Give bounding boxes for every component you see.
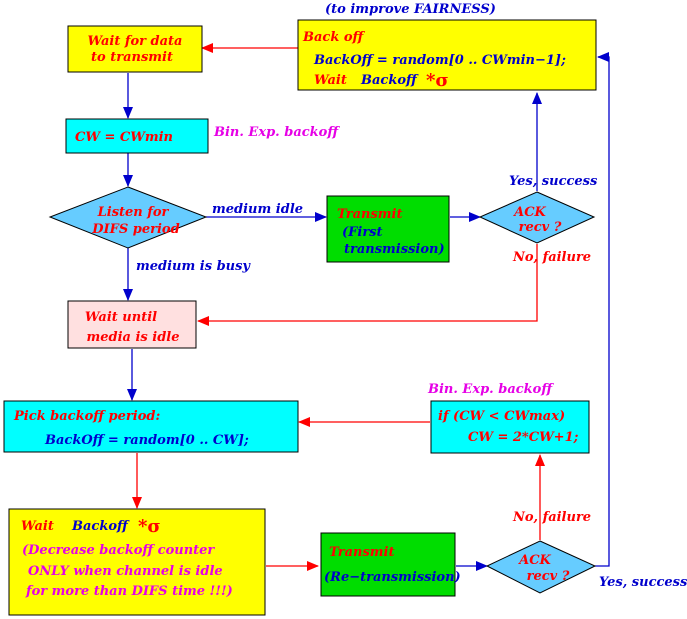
yes-success-label-1: Yes, success xyxy=(509,174,598,189)
cw-update-line1: if (CW < CWmax) xyxy=(438,409,565,424)
bin-exp-label-2: Bin. Exp. backoff xyxy=(427,382,554,397)
wait-bottom-line2: ONLY when channel is idle xyxy=(28,564,223,579)
wait-idle-box: Wait until media is idle xyxy=(67,300,197,349)
ack2-line2: recv ? xyxy=(527,569,570,584)
backoff-sigma: *σ xyxy=(426,70,449,91)
arrow-ack1-to-wait-idle xyxy=(197,244,538,326)
yes-success-label-2: Yes, success xyxy=(599,575,687,590)
wait-data-box: Wait for data to transmit xyxy=(67,25,203,73)
ack1-line2: recv ? xyxy=(519,220,562,235)
backoff-wait-label: Wait xyxy=(314,73,347,88)
medium-busy-label: medium is busy xyxy=(136,259,251,274)
wait-bottom-line3: for more than DIFS time !!!) xyxy=(25,584,233,599)
wait-data-line1: Wait for data xyxy=(88,34,183,49)
listen-line1: Listen for xyxy=(97,205,170,220)
listen-line2: DIFS period xyxy=(91,222,179,237)
no-failure-label-1: No, failure xyxy=(512,250,591,265)
backoff-title: Back off xyxy=(302,30,366,45)
bin-exp-label-1: Bin. Exp. backoff xyxy=(213,125,340,140)
arrow-ack2-to-backoff xyxy=(595,56,610,567)
transmit-retx-title: Transmit xyxy=(329,545,394,560)
transmit-retx-box: Transmit (Re−transmission) xyxy=(320,532,461,597)
transmit-first-line2: transmission) xyxy=(344,242,445,257)
top-note: (to improve FAIRNESS) xyxy=(325,2,496,17)
wait-bottom-sigma: *σ xyxy=(138,516,161,537)
medium-idle-label: medium idle xyxy=(212,202,303,217)
backoff-wait-var: Backoff xyxy=(360,73,419,88)
connectors xyxy=(123,43,610,571)
wait-bottom-var: Backoff xyxy=(71,519,130,534)
transmit-first-title: Transmit xyxy=(337,207,402,222)
ack1-line1: ACK xyxy=(512,205,546,220)
listen-diamond: Listen for DIFS period xyxy=(48,186,208,249)
wait-data-line2: to transmit xyxy=(91,50,173,65)
cw-init-text: CW = CWmin xyxy=(75,130,173,145)
backoff-formula: BackOff = random[0 .. CWmin−1]; xyxy=(313,53,566,68)
ack2-line1: ACK xyxy=(517,553,551,568)
ack2-diamond: ACK recv ? xyxy=(485,540,597,594)
transmit-first-line1: (First xyxy=(342,225,383,240)
pick-backoff-formula: BackOff = random[0 .. CW]; xyxy=(44,433,249,448)
wait-bottom-label: Wait xyxy=(21,519,54,534)
ack1-diamond: ACK recv ? xyxy=(478,191,596,244)
wait-idle-line2: media is idle xyxy=(86,330,179,345)
cw-init-box: CW = CWmin xyxy=(65,118,209,154)
cw-update-line2: CW = 2*CW+1; xyxy=(468,430,579,445)
wait-bottom-box: Wait Backoff *σ (Decrease backoff counte… xyxy=(8,508,266,616)
transmit-retx-line1: (Re−transmission) xyxy=(324,570,461,585)
pick-backoff-box: Pick backoff period: BackOff = random[0 … xyxy=(3,400,299,453)
wait-bottom-line1: (Decrease backoff counter xyxy=(22,543,215,558)
cw-update-box: if (CW < CWmax) CW = 2*CW+1; xyxy=(430,400,590,454)
wait-idle-line1: Wait until xyxy=(85,310,157,325)
pick-backoff-title: Pick backoff period: xyxy=(13,409,160,424)
no-failure-label-2: No, failure xyxy=(512,510,591,525)
backoff-box: Back off BackOff = random[0 .. CWmin−1];… xyxy=(297,19,597,91)
transmit-first-box: Transmit (First transmission) xyxy=(326,195,450,263)
